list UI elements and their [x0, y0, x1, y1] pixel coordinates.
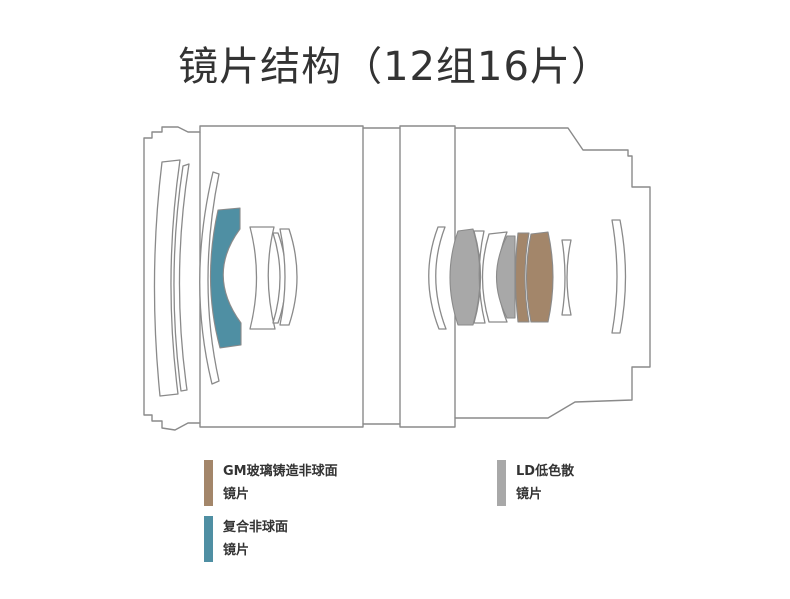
lens-element — [495, 235, 516, 319]
lens-element — [449, 228, 481, 326]
legend-item-gm-aspherical: GM玻璃铸造非球面 镜片 — [204, 460, 338, 506]
lens-element — [525, 231, 554, 323]
legend-label-gm-line1: GM玻璃铸造非球面 — [223, 464, 338, 479]
legend-label-composite-line2: 镜片 — [223, 543, 250, 558]
lens-element — [153, 159, 181, 397]
lens-element — [514, 232, 530, 323]
legend-item-composite-aspherical: 复合非球面 镜片 — [204, 516, 288, 562]
lens-element — [199, 171, 220, 385]
lens-element — [249, 226, 276, 330]
legend-label-ld-line2: 镜片 — [516, 487, 543, 502]
legend-swatch-composite — [204, 516, 213, 562]
legend-label-ld-line1: LD低色散 — [516, 464, 575, 479]
lens-element — [611, 219, 627, 334]
barrel-outline — [143, 125, 651, 431]
lens-element — [473, 230, 486, 324]
lens-element — [428, 226, 447, 330]
legend-label-gm-line2: 镜片 — [223, 487, 250, 502]
lens-element — [279, 228, 298, 326]
lens-element — [173, 163, 190, 392]
legend-item-ld: LD低色散 镜片 — [497, 460, 574, 506]
lens-element — [561, 239, 572, 316]
legend-swatch-ld — [497, 460, 506, 506]
legend-label-composite-line1: 复合非球面 — [223, 520, 289, 535]
legend-swatch-gm — [204, 460, 213, 506]
page-title: 镜片结构（12组16片） — [178, 44, 612, 90]
lens-element — [209, 207, 242, 349]
